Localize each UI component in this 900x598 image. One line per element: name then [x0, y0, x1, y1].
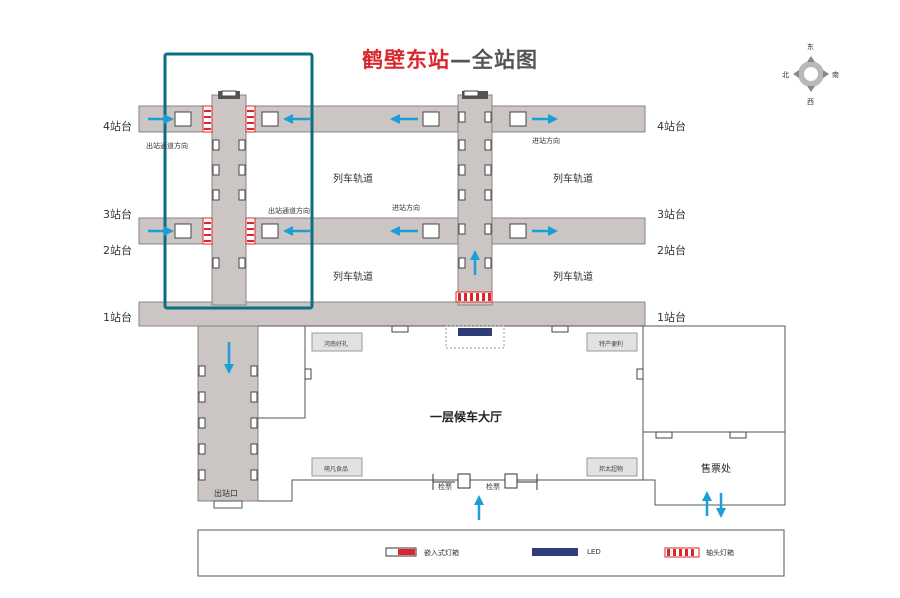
entry-direction-text: 进站方向 [532, 137, 560, 145]
legend-icons [385, 547, 700, 558]
platform-1-left: 1站台 [103, 311, 132, 324]
embedded-lightboxes [202, 105, 256, 245]
embedded-box [245, 105, 256, 133]
legend-led-text: LED [587, 548, 601, 556]
compass-icon [793, 56, 829, 92]
legend-box [197, 529, 785, 577]
platform-1-right: 1站台 [657, 311, 686, 324]
shop-label: 萌凡食品 [324, 466, 349, 473]
platform-2-left: 2站台 [103, 244, 132, 257]
compass-north: 北 [782, 71, 789, 79]
highlight-frame [163, 52, 314, 310]
platform-3-left: 3站台 [103, 208, 132, 221]
shop-label: 邦太超物 [599, 466, 624, 473]
ticket-gates [432, 473, 538, 490]
exit-marker [213, 500, 243, 509]
embedded-box [245, 217, 256, 245]
exit-direction-text: 出站通道方向 [268, 207, 310, 215]
platform-3-right: 3站台 [657, 208, 686, 221]
title-station: 鹤壁东站 [362, 48, 450, 72]
track-label: 列车轨道 [333, 272, 373, 283]
page-title: 鹤壁东站—全站图 [362, 44, 538, 74]
hall-wall [258, 325, 786, 506]
pillar-markers [174, 90, 747, 481]
legend-embedded-text: 嵌入式灯箱 [424, 549, 459, 557]
ticket-office-label: 售票处 [701, 464, 731, 475]
track-label: 列车轨道 [553, 272, 593, 283]
legend-led-icon [532, 548, 578, 556]
platform-1 [138, 301, 646, 327]
track-label: 列车轨道 [333, 174, 373, 185]
shop-blocks [311, 332, 638, 477]
led-screen [445, 325, 505, 349]
track-label: 列车轨道 [553, 174, 593, 185]
gate-label: 检票 [486, 483, 500, 491]
platform-4-right: 4站台 [657, 120, 686, 133]
direction-arrows [148, 114, 726, 520]
title-suffix: —全站图 [450, 48, 538, 72]
embedded-box [202, 217, 213, 245]
shop-label: 河南好礼 [324, 341, 349, 348]
compass-south: 南 [832, 71, 839, 79]
exit-label: 出站口 [214, 489, 238, 498]
platform-4-left: 4站台 [103, 120, 132, 133]
exit-direction-text: 出站通道方向 [146, 142, 188, 150]
compass-west: 西 [807, 98, 814, 106]
header-lightbox [455, 291, 493, 303]
hall-outline [258, 325, 306, 419]
entry-direction-text: 进站方向 [392, 204, 420, 212]
gate-label: 检票 [438, 483, 452, 491]
hall-name: 一层候车大厅 [430, 410, 503, 424]
legend-header-text: 轴头灯箱 [706, 549, 734, 557]
shop-label: 特产便利 [599, 341, 624, 348]
compass-east: 东 [807, 43, 814, 51]
embedded-box [202, 105, 213, 133]
platform-2-right: 2站台 [657, 244, 686, 257]
